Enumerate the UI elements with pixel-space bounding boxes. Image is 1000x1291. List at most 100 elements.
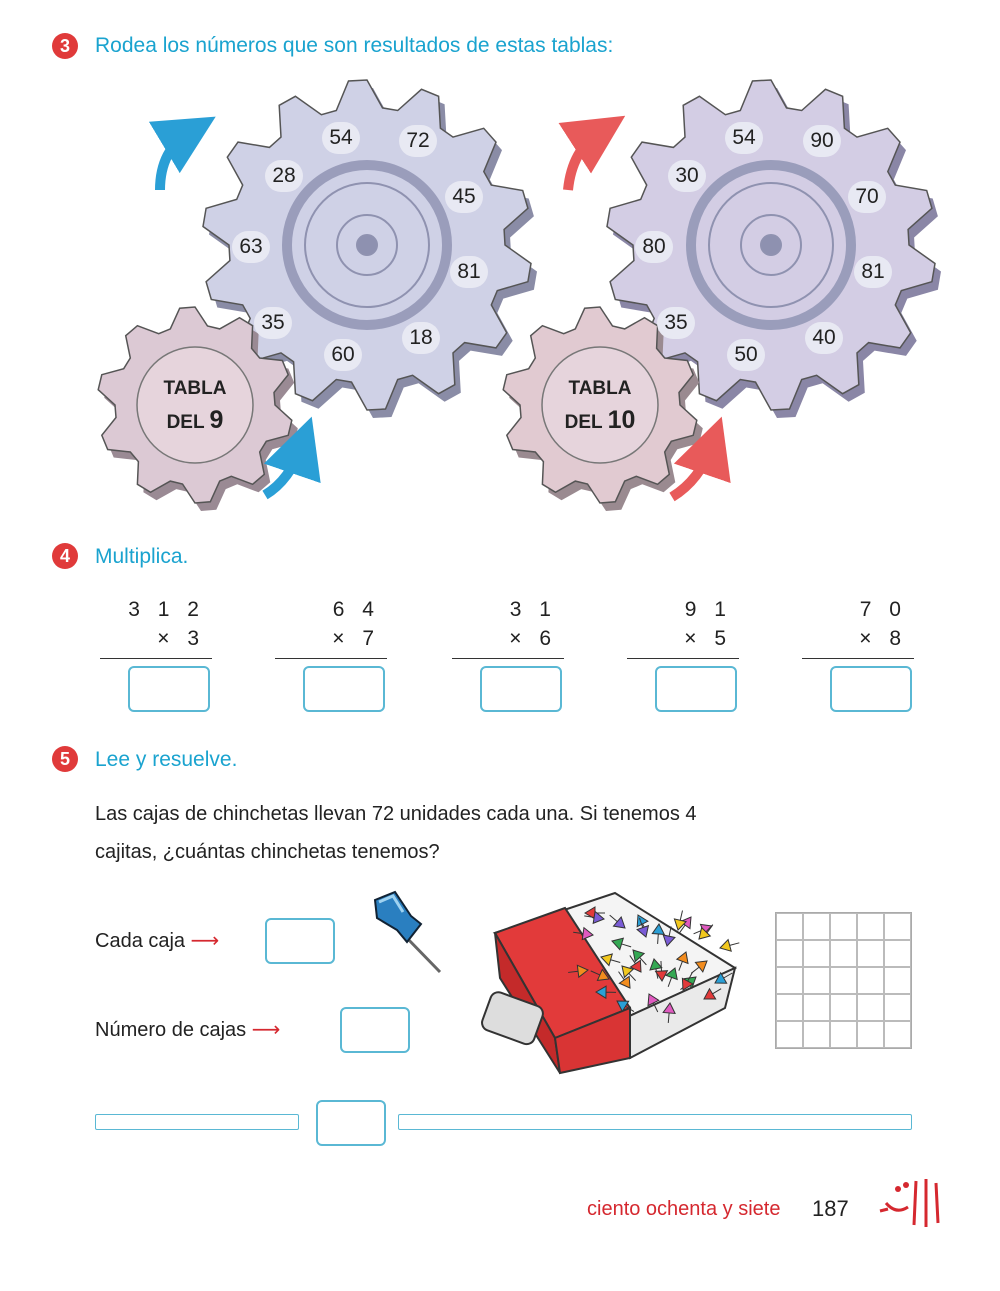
gear10-number[interactable]: 80 (635, 231, 673, 263)
operand-bottom: × 3 (157, 627, 205, 650)
gear9-number[interactable]: 60 (324, 339, 362, 371)
rotation-arrow-icon (558, 115, 626, 191)
exercise-4-badge: 4 (52, 543, 78, 569)
big-gear-10-ring (708, 182, 834, 308)
small-gear-center (541, 346, 659, 464)
exercise-3-title: Rodea los números que son resultados de … (95, 34, 614, 57)
multiplication-answer-box[interactable] (480, 666, 562, 712)
multiplication-answer-box[interactable] (830, 666, 912, 712)
gear9-number[interactable]: 18 (402, 322, 440, 354)
exercise-4-title: Multiplica. (95, 545, 189, 568)
pin-icon (681, 972, 695, 991)
problem-text-line1: Las cajas de chinchetas llevan 72 unidad… (95, 803, 697, 825)
rotation-arrow-icon (669, 416, 731, 502)
gear9-number[interactable]: 28 (265, 160, 303, 192)
pin-box-illustration (481, 891, 740, 1075)
pin-icon (719, 938, 740, 952)
big-gear-10-ring (686, 160, 856, 330)
multiplication-operation: 3 1 2 × 3 (95, 598, 212, 659)
gear9-label: TABLA DEL 9 (163, 378, 227, 434)
pin-icon (600, 953, 621, 967)
gear9-number[interactable]: 54 (322, 122, 360, 154)
pin-icon (703, 987, 722, 1000)
gear9-number[interactable]: 72 (399, 125, 437, 157)
big-gear-9-ring (304, 182, 430, 308)
multiplication-answer-box[interactable] (655, 666, 737, 712)
pin-icon (621, 965, 637, 981)
big-gear-10-ring (740, 214, 802, 276)
work-grid[interactable] (775, 912, 912, 1049)
answer-box-result[interactable] (316, 1100, 386, 1146)
gear10-number[interactable]: 54 (725, 122, 763, 154)
pin-icon (690, 960, 708, 974)
pin-icon (611, 937, 632, 951)
gear9-number[interactable]: 35 (254, 307, 292, 339)
operand-bottom: × 6 (509, 627, 557, 650)
gear9-number[interactable]: 45 (445, 181, 483, 213)
exercise-3-badge: 3 (52, 33, 78, 59)
num-boxes-answer-box[interactable] (340, 1007, 410, 1053)
pin-icon (654, 961, 669, 982)
pin-icon (698, 924, 714, 940)
pin-icon (584, 910, 605, 925)
gear9-number[interactable]: 63 (232, 231, 270, 263)
pin-icon (647, 993, 660, 1013)
small-gear-center (136, 346, 254, 464)
page-number: 187 (812, 1196, 849, 1221)
gear10-number[interactable]: 50 (727, 339, 765, 371)
pin-icon (609, 914, 626, 929)
multiplication-operation: 6 4× 7 (270, 598, 387, 659)
pin-icon (629, 955, 642, 973)
multiplication-answer-box[interactable] (303, 666, 385, 712)
mascot-face-icon (879, 1179, 940, 1227)
pin-icon (662, 1002, 676, 1023)
gears-illustration (97, 79, 941, 511)
operand-top: 9 1 (684, 598, 732, 621)
pin-icon (568, 964, 589, 979)
operand-top: 3 1 (509, 598, 557, 621)
pin-icon (636, 917, 650, 938)
operand-top: 3 1 2 (128, 598, 205, 621)
big-gear-10-ring (760, 234, 782, 256)
answer-line-right[interactable] (398, 1114, 912, 1130)
pin-icon (673, 910, 688, 931)
multiplication-operation: 3 1× 6 (447, 598, 564, 659)
rotation-arrow-icon (148, 116, 216, 191)
operand-bottom: × 5 (684, 627, 732, 650)
gear10-label: TABLA DEL 10 (564, 378, 636, 434)
gear10-number[interactable]: 30 (668, 160, 706, 192)
pin-icon (675, 951, 689, 971)
pin-icon (662, 926, 676, 947)
multiplication-operation: 7 0× 8 (797, 598, 914, 659)
pin-icon (616, 1000, 635, 1013)
gear10-number[interactable]: 81 (854, 256, 892, 288)
gear10-number[interactable]: 40 (805, 322, 843, 354)
big-gear-9-ring (282, 160, 452, 330)
pin-icon (618, 971, 631, 989)
each-box-answer-box[interactable] (265, 918, 335, 964)
operand-bottom: × 7 (332, 627, 380, 650)
pin-icon (714, 971, 733, 984)
gear10-number[interactable]: 70 (848, 181, 886, 213)
pin-icon (632, 949, 647, 966)
pin-icon (664, 967, 678, 987)
problem-text-line2: cajitas, ¿cuántas chinchetas tenemos? (95, 841, 440, 863)
multiplication-operation: 9 1× 5 (622, 598, 739, 659)
gear9-number[interactable]: 81 (450, 256, 488, 288)
each-box-label: Cada caja ⟶ (95, 930, 220, 952)
exercise-5-title: Lee y resuelve. (95, 748, 238, 771)
page-number-words: ciento ochenta y siete (587, 1198, 781, 1220)
pin-icon (573, 926, 594, 941)
pushpin-icon (373, 890, 442, 974)
num-boxes-label: Número de cajas ⟶ (95, 1019, 281, 1041)
answer-line-left[interactable] (95, 1114, 299, 1130)
gear10-number[interactable]: 35 (657, 307, 695, 339)
pin-icon (651, 923, 666, 944)
exercise-5-badge: 5 (52, 746, 78, 772)
operand-top: 7 0 (859, 598, 907, 621)
multiplication-answer-box[interactable] (128, 666, 210, 712)
pin-icon (590, 968, 610, 982)
gear10-number[interactable]: 90 (803, 125, 841, 157)
big-gear-9-ring (356, 234, 378, 256)
big-gear-9-ring (336, 214, 398, 276)
